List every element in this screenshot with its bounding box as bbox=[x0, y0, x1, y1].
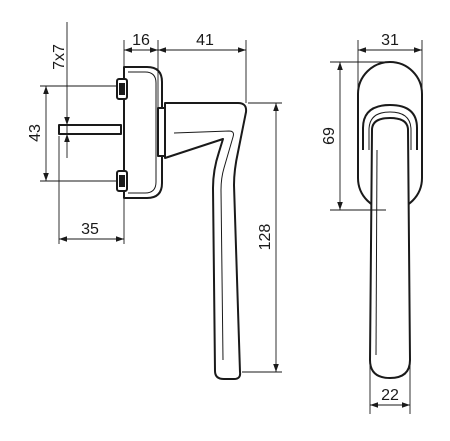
dim-22-label: 22 bbox=[381, 387, 399, 404]
dim-35-label: 35 bbox=[81, 221, 99, 238]
dim-69-label: 69 bbox=[321, 127, 338, 145]
handle-lever bbox=[164, 102, 248, 380]
dim-41-label: 41 bbox=[196, 32, 214, 49]
handle-collar-inner bbox=[368, 111, 412, 150]
handle-lever-highlight bbox=[173, 130, 234, 361]
dim-35: 35 bbox=[58, 136, 125, 244]
rosette-inner-edge bbox=[128, 71, 157, 194]
dim-22: 22 bbox=[369, 360, 411, 414]
square-spindle bbox=[58, 124, 122, 135]
screw-top-head bbox=[119, 83, 125, 95]
dim-128-label: 128 bbox=[257, 224, 274, 251]
dim-7x7-label: 7x7 bbox=[51, 44, 68, 70]
side-view bbox=[58, 66, 248, 380]
dim-128: 128 bbox=[242, 102, 282, 373]
dim-31-label: 31 bbox=[381, 32, 399, 49]
dim-43: 43 bbox=[27, 85, 118, 182]
dim-41: 41 bbox=[158, 32, 247, 103]
handle-grip-edge bbox=[375, 149, 378, 356]
screw-bottom-head bbox=[119, 175, 125, 187]
rosette-base bbox=[123, 66, 163, 199]
front-view bbox=[357, 61, 423, 379]
dim-7x7: 7x7 bbox=[51, 22, 116, 158]
dim-31: 31 bbox=[357, 32, 423, 95]
dim-16-label: 16 bbox=[132, 32, 150, 49]
dim-43-label: 43 bbox=[27, 124, 44, 142]
